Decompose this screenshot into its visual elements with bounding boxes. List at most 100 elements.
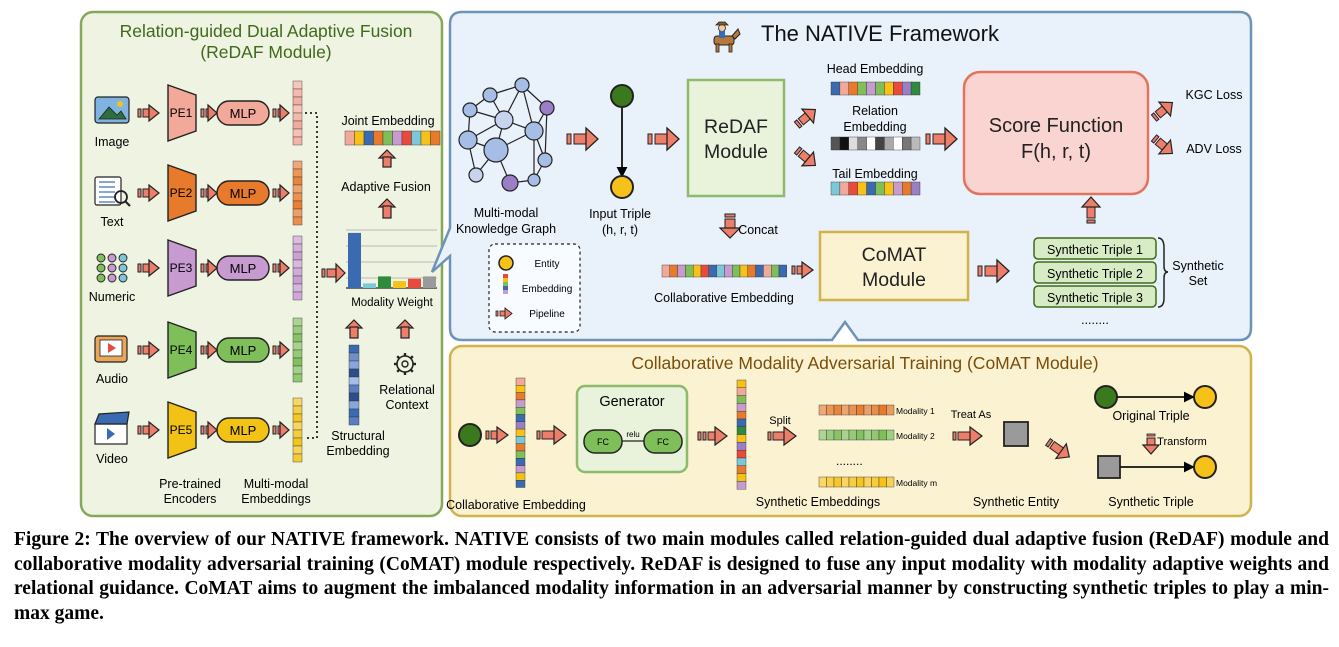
modality-embedding-cell bbox=[292, 405, 303, 415]
modality-embedding-cell bbox=[292, 373, 303, 383]
synthetic-embedding-cell bbox=[736, 395, 747, 404]
encoder-label: PE5 bbox=[170, 423, 193, 437]
legend: Entity Embedding Pipeline bbox=[488, 243, 581, 333]
head-embedding-cell bbox=[839, 81, 850, 96]
adaptive-fusion-label: Adaptive Fusion bbox=[341, 180, 431, 194]
relational-context-label-1: Relational bbox=[379, 383, 435, 397]
tail-entity-node bbox=[610, 175, 634, 199]
synthetic-embedding-cell bbox=[736, 465, 747, 474]
modality-split-cell bbox=[818, 476, 827, 488]
modality-embedding-cell bbox=[292, 192, 303, 202]
gear-icon bbox=[394, 353, 416, 375]
keypad-key bbox=[118, 273, 128, 283]
kgc-loss-label: KGC Loss bbox=[1186, 88, 1243, 102]
modality-weight-bar bbox=[363, 283, 376, 288]
arrow-head bbox=[207, 340, 218, 360]
kg-label-2: Knowledge Graph bbox=[456, 222, 556, 236]
legend-pipeline-arrow bbox=[495, 307, 513, 320]
modality-embedding-cell bbox=[292, 235, 303, 245]
input-triple-label-2: (h, r, t) bbox=[602, 223, 638, 237]
graph-node bbox=[514, 77, 530, 93]
graph-node bbox=[482, 87, 498, 103]
joint-embedding-cell bbox=[354, 130, 365, 146]
legend-entity-node bbox=[498, 255, 514, 271]
modality-weight-bar bbox=[378, 276, 391, 288]
multimodal-embeddings-label-2: Embeddings bbox=[241, 492, 311, 506]
keypad-key bbox=[96, 263, 106, 273]
original-tail-node bbox=[1193, 385, 1217, 409]
keypad-key bbox=[96, 253, 106, 263]
modality-embedding-cell bbox=[292, 445, 303, 455]
tail-embedding-cell bbox=[875, 181, 885, 196]
framework-diagram: Relation-guided Dual Adaptive Fusion (Re… bbox=[79, 10, 1253, 518]
synthetic-to-score-arrow bbox=[1080, 196, 1102, 224]
image-icon bbox=[94, 96, 130, 124]
modality-embedding-cell bbox=[292, 453, 303, 463]
synthetic-set-brace bbox=[1157, 237, 1169, 308]
pipeline-arrow-synthetic bbox=[977, 258, 1010, 284]
collaborative-embedding-cell bbox=[700, 264, 710, 278]
relation-embedding-cell bbox=[875, 136, 885, 151]
modality-embedding-cell bbox=[292, 176, 303, 186]
mlp-label: MLP bbox=[230, 343, 257, 358]
tail-embedding-bar bbox=[830, 181, 921, 196]
structural-embedding-cell bbox=[348, 416, 360, 426]
arrow-part bbox=[137, 345, 142, 355]
synthetic-embedding-cell bbox=[736, 481, 747, 490]
collaborative-embedding-cell bbox=[515, 377, 526, 386]
collaborative-embedding-bar bbox=[661, 264, 788, 278]
synthetic-embedding-cell bbox=[736, 379, 747, 389]
modality-split-cell bbox=[841, 404, 850, 416]
collaborative-embedding-cell bbox=[685, 264, 694, 278]
cowboy-rider-icon bbox=[713, 21, 741, 53]
arrow-head bbox=[148, 258, 160, 278]
arrow-part bbox=[272, 188, 277, 198]
arrow-head bbox=[279, 340, 290, 360]
modality-embedding-cell bbox=[292, 317, 303, 327]
relation-embedding-cell bbox=[839, 136, 850, 151]
comat-module-label-2: Module bbox=[862, 269, 926, 291]
comat-panel-title: Collaborative Modality Adversarial Train… bbox=[631, 353, 1098, 373]
collaborative-embedding-cell bbox=[515, 428, 526, 437]
entity-to-collab-arrow bbox=[485, 425, 510, 445]
collaborative-embedding-cell bbox=[739, 264, 749, 278]
text-document-icon bbox=[94, 176, 131, 207]
collaborative-embedding-cell bbox=[716, 264, 725, 278]
video-clapper-icon bbox=[94, 411, 130, 445]
head-embedding-cell bbox=[893, 81, 903, 96]
caption-name: NATIVE bbox=[270, 529, 346, 550]
transform-arrow bbox=[1141, 433, 1161, 455]
collaborative-embedding-cell bbox=[515, 472, 526, 481]
mlp-label: MLP bbox=[230, 186, 257, 201]
modality-embedding-cell bbox=[292, 259, 303, 269]
input-triple-label-1: Input Triple bbox=[589, 207, 651, 221]
head-entity-node bbox=[610, 84, 634, 108]
synthetic-embedding-cell bbox=[736, 473, 747, 482]
modality-split-cell bbox=[856, 404, 865, 416]
modality-embedding-cell bbox=[292, 96, 303, 106]
synthetic-triple-box bbox=[1033, 285, 1157, 308]
collaborative-embedding-cell bbox=[515, 436, 526, 444]
arrow-head bbox=[148, 103, 160, 123]
arrow-part bbox=[272, 108, 277, 118]
modality-embedding-cell bbox=[292, 283, 303, 293]
joint-embedding-cell bbox=[344, 130, 355, 146]
head-embedding-cell bbox=[884, 81, 894, 96]
loss-arrows bbox=[1150, 101, 1174, 155]
pipeline-arrow-generator bbox=[697, 425, 728, 447]
modality-split-cell bbox=[871, 476, 880, 488]
joint-embedding-cell bbox=[420, 130, 431, 146]
comat-collaborative-embedding-bar bbox=[515, 377, 526, 488]
collaborative-embedding-cell bbox=[515, 399, 526, 408]
structural-embedding-bar bbox=[348, 344, 360, 426]
collaborative-embedding-cell bbox=[693, 264, 702, 278]
synthetic-set-label-1: Synthetic bbox=[1172, 259, 1223, 273]
collaborative-embedding-cell bbox=[763, 264, 772, 278]
relation-embedding-cell bbox=[902, 136, 912, 151]
arrow-part bbox=[272, 425, 277, 435]
modality-split-cell bbox=[863, 429, 872, 441]
keypad-key bbox=[118, 263, 128, 273]
mlp-label: MLP bbox=[230, 106, 257, 121]
